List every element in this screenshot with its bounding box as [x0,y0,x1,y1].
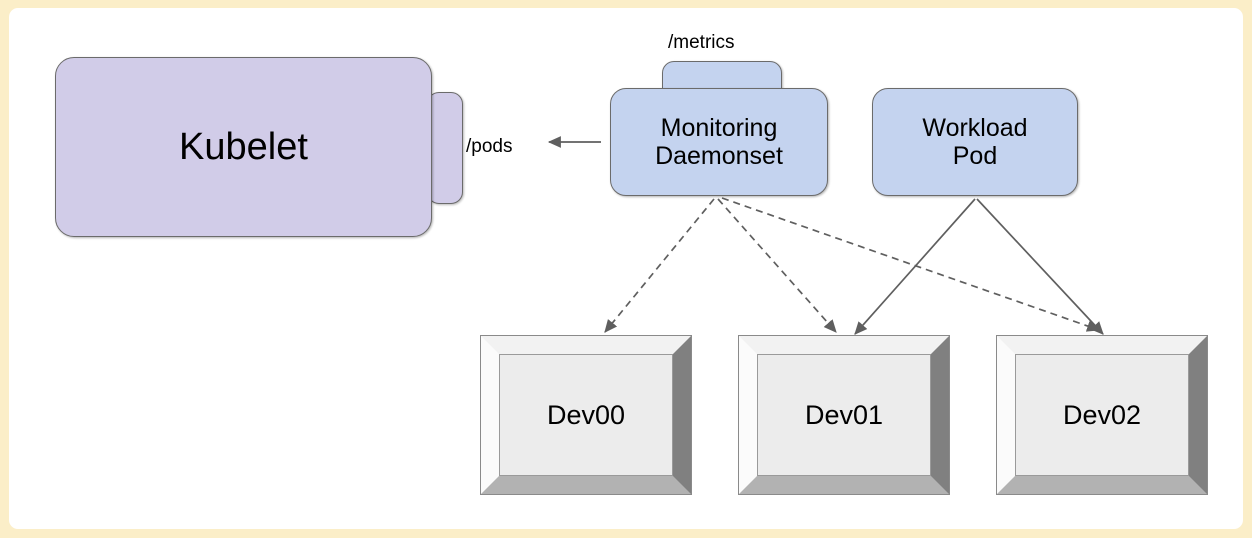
workload-pod-node[interactable]: Workload Pod [872,88,1078,196]
monitoring-label-line2: Daemonset [655,142,783,170]
device-bevel [738,335,950,495]
device-bevel [480,335,692,495]
kubelet-node[interactable]: Kubelet [55,57,432,237]
device-node-dev02[interactable]: Dev02 [996,335,1208,495]
monitoring-label-line1: Monitoring [660,114,778,142]
device-label: Dev00 [546,399,626,430]
device-label: Dev02 [1062,399,1142,430]
device-node-dev01[interactable]: Dev01 [738,335,950,495]
edge-monitoring-to-dev01 [717,198,837,333]
edge-monitoring-to-dev00 [604,198,715,333]
workload-label-line2: Pod [952,142,998,170]
metrics-path-label: /metrics [668,32,735,53]
monitoring-daemonset-node[interactable]: Monitoring Daemonset [610,88,828,196]
edge-layer [547,136,1104,335]
device-node-dev00[interactable]: Dev00 [480,335,692,495]
diagram-canvas: Kubelet /pods Monitoring Daemonset /metr… [9,8,1243,529]
workload-label-line1: Workload [922,114,1028,142]
device-bevel [996,335,1208,495]
device-label: Dev01 [804,399,884,430]
kubelet-label: Kubelet [179,125,308,168]
pods-path-label: /pods [466,136,513,157]
edge-monitoring-to-dev02 [721,197,1101,332]
edge-workload-to-dev01 [854,198,976,335]
edge-workload-to-dev02 [976,198,1104,335]
kubelet-pods-port[interactable] [427,92,463,204]
